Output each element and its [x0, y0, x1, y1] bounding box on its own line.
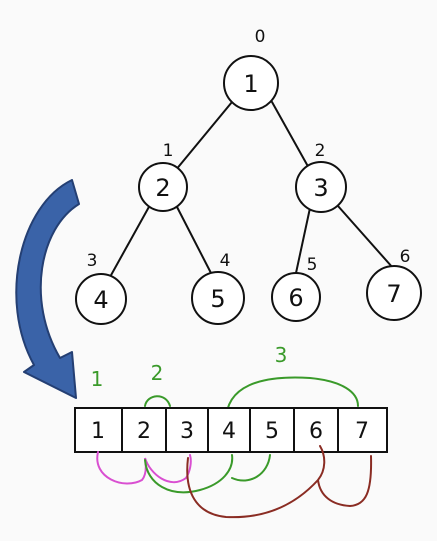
- link-label-2: 2: [151, 361, 164, 385]
- edge-1-3: [271, 101, 311, 171]
- links-below: [96, 445, 373, 519]
- tree-node-3-value: 3: [313, 174, 328, 202]
- array-cell-1: 2: [137, 419, 151, 444]
- edge-3-6: [295, 207, 311, 274]
- array-cell-4: 5: [265, 419, 279, 444]
- tree-node-3: [295, 161, 347, 213]
- edge-2-5: [175, 204, 213, 276]
- tree-node-2-value: 2: [155, 174, 170, 202]
- array-cell-6: 7: [355, 419, 369, 444]
- tree-node-2-index: 1: [163, 141, 174, 161]
- array-outline: [74, 407, 388, 453]
- green-arc-small: [144, 395, 171, 407]
- blue-curved-arrow: [15, 179, 80, 399]
- tree-node-1-index: 0: [255, 27, 266, 47]
- link-label-1: 1: [91, 367, 104, 391]
- green-links-above: [144, 376, 359, 422]
- tree-node-5: [191, 271, 245, 325]
- edge-3-7: [337, 205, 394, 269]
- tree-edges: [109, 101, 394, 278]
- array-cell-5: 6: [309, 419, 323, 444]
- tree-node-6-index: 5: [307, 255, 318, 275]
- tree-node-2: [138, 162, 188, 212]
- tree-nodes: [75, 55, 422, 325]
- tree-node-5-index: 4: [220, 251, 231, 271]
- tree-node-7-index: 6: [400, 247, 411, 267]
- tree-node-values: 1 2 3 4 5 6 7: [93, 70, 401, 314]
- green-link-below: [144, 454, 271, 494]
- blue-arrow-body: [15, 179, 80, 399]
- array: 1 2 3 4 5 6 7: [74, 407, 388, 453]
- tree-node-4: [75, 273, 127, 325]
- tree-node-1: [223, 55, 279, 111]
- tree-node-7-value: 7: [386, 280, 401, 308]
- array-cell-3: 4: [222, 419, 236, 444]
- green-arc-large: [225, 376, 359, 422]
- pink-link: [96, 451, 192, 485]
- link-label-3: 3: [275, 343, 288, 367]
- tree-node-4-index: 3: [87, 251, 98, 271]
- array-dividers: [121, 408, 339, 452]
- tree-node-4-value: 4: [93, 286, 108, 314]
- array-values: 1 2 3 4 5 6 7: [91, 419, 369, 444]
- edge-1-2: [174, 101, 233, 172]
- tree-node-3-index: 2: [315, 141, 326, 161]
- tree-index-labels: 0 1 2 3 4 5 6: [87, 27, 411, 275]
- link-labels: 1 2 3: [91, 343, 288, 391]
- tree-node-6: [271, 272, 321, 322]
- array-cell-0: 1: [91, 419, 105, 444]
- tree-node-5-value: 5: [210, 285, 225, 313]
- array-cell-2: 3: [180, 419, 194, 444]
- edge-2-4: [109, 204, 151, 278]
- maroon-link: [186, 445, 373, 519]
- tree-node-6-value: 6: [288, 284, 303, 312]
- tree-node-1-value: 1: [243, 70, 258, 98]
- tree-node-7: [366, 265, 422, 321]
